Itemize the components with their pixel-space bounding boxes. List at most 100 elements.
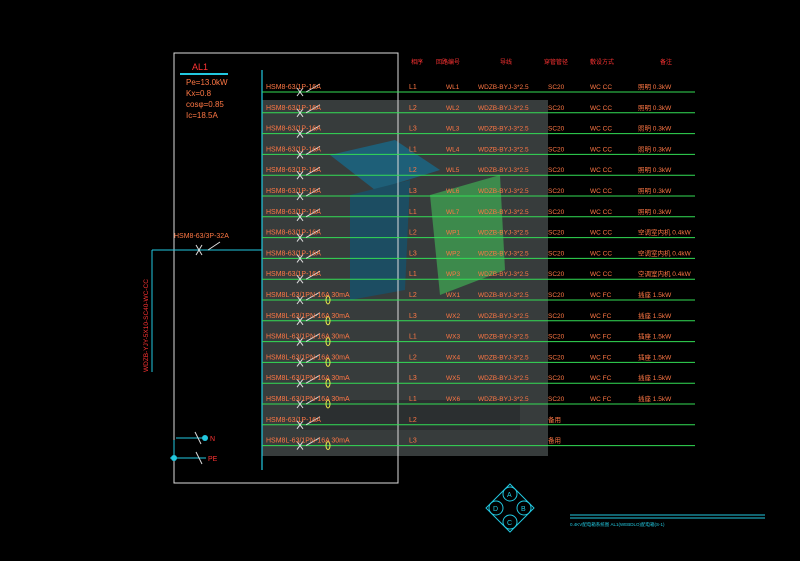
breaker-symbol [296, 145, 321, 159]
breaker-symbol [296, 416, 321, 430]
panel-param-pe: Pe=13.0kW [186, 78, 228, 87]
circuit-method: WC FC [590, 354, 612, 361]
circuit-id: WX2 [446, 313, 460, 320]
circuit-breaker-label: HSM8-63/1P-16A [266, 271, 321, 278]
circuit-id: WX6 [446, 396, 460, 403]
circuit-wire: WDZB-BYJ-3*2.5 [478, 313, 529, 320]
breaker-symbol [296, 208, 321, 222]
rcd-sensor-icon [325, 357, 331, 367]
header-method: 敷设方式 [590, 58, 614, 66]
circuit-note: 插座 1.5kW [638, 311, 672, 320]
circuit-method: WC CC [590, 146, 612, 153]
circuit-note: 照明 0.3kW [638, 83, 672, 91]
circuit-phase: L2 [409, 230, 417, 237]
circuit-id: WL1 [446, 84, 460, 91]
circuit-wire: WDZB-BYJ-3*2.5 [478, 334, 529, 341]
circuit-method: WC CC [590, 271, 612, 278]
circuit-conduit: SC20 [548, 146, 565, 153]
panel-param-cos: cosφ=0.85 [186, 100, 224, 109]
circuit-wire: WDZB-BYJ-3*2.5 [478, 84, 529, 91]
circuit-wire: WDZB-BYJ-3*2.5 [478, 292, 529, 299]
neutral-bus-label: N [210, 436, 215, 443]
circuit-method: WC CC [590, 84, 612, 91]
circuit-conduit: SC20 [548, 126, 565, 133]
compass-label-a: A [507, 492, 512, 499]
rcd-sensor-icon [325, 337, 331, 347]
circuit-conduit: 备用 [548, 436, 561, 445]
rcd-breaker-symbol [296, 312, 321, 326]
title-block-text: 0.4KV配电箱系统图 AL1(WEBDLO)配电箱(S-1) [570, 521, 665, 528]
circuit-conduit: SC20 [548, 292, 565, 299]
circuit-phase: L1 [409, 146, 417, 153]
circuit-phase: L1 [409, 396, 417, 403]
compass-label-d: D [493, 506, 498, 513]
circuit-phase: L1 [409, 334, 417, 341]
circuit-phase: L3 [409, 375, 417, 382]
circuit-breaker-label: HSM8-63/1P-16A [266, 230, 321, 237]
circuit-phase: L2 [409, 105, 417, 112]
circuit-id: WX3 [446, 334, 460, 341]
circuit-note: 插座 1.5kW [638, 352, 672, 361]
circuit-breaker-label: HSM8-63/1P-16A [266, 209, 321, 216]
circuit-conduit: SC20 [548, 271, 565, 278]
circuit-phase: L1 [409, 209, 417, 216]
circuit-wire: WDZB-BYJ-3*2.5 [478, 209, 529, 216]
rcd-breaker-symbol [296, 333, 321, 346]
circuit-id: WL4 [446, 146, 460, 153]
compass-rose-icon [485, 483, 535, 533]
breaker-symbol [296, 166, 321, 180]
circuit-conduit: 备用 [548, 415, 561, 424]
circuit-note: 照明 0.3kW [638, 166, 672, 174]
circuit-id: WP3 [446, 271, 460, 278]
circuit-conduit: SC20 [548, 313, 565, 320]
circuit-method: WC CC [590, 230, 612, 237]
circuit-note: 照明 0.3kW [638, 208, 672, 216]
circuit-method: WC CC [590, 188, 612, 195]
circuit-wire: WDZB-BYJ-3*2.5 [478, 354, 529, 361]
panel-name: AL1 [192, 62, 208, 72]
circuit-method: WC FC [590, 313, 612, 320]
circuit-id: WL5 [446, 167, 460, 174]
circuit-phase: L3 [409, 313, 417, 320]
neutral-bus: N [176, 431, 215, 445]
circuit-conduit: SC20 [548, 375, 565, 382]
panel-param-ic: Ic=18.5A [186, 111, 218, 120]
breaker-symbol [296, 125, 321, 138]
circuit-id: WL2 [446, 105, 460, 112]
circuit-breaker-label: HSM8L-63/1PN-16A 30mA [266, 354, 350, 361]
circuit-note: 插座 1.5kW [638, 290, 672, 299]
watermark [262, 100, 548, 456]
breaker-symbol [296, 249, 321, 263]
header-phase: 相序 [411, 58, 423, 66]
circuit-note: 插座 1.5kW [638, 373, 672, 382]
circuit-note: 空调室内机 0.4kW [638, 248, 692, 257]
panel-enclosure [173, 52, 399, 484]
circuit-breaker-label: HSM8L-63/1PN-16A 30mA [266, 396, 350, 403]
circuit-id: WP2 [446, 250, 460, 257]
circuit-wire: WDZB-BYJ-3*2.5 [478, 146, 529, 153]
incoming-breaker-symbol [195, 241, 221, 256]
circuit-note: 照明 0.3kW [638, 145, 672, 153]
circuit-note: 照明 0.3kW [638, 125, 672, 133]
circuit-conduit: SC20 [548, 354, 565, 361]
rcd-sensor-icon [325, 378, 331, 388]
circuit-wire: WDZB-BYJ-3*2.5 [478, 230, 529, 237]
incoming-feeder: WDZB-YJY-5X10-SC40-WC-CC HSM8-63/3P-32A [143, 233, 262, 372]
circuit-wire: WDZB-BYJ-3*2.5 [478, 126, 529, 133]
circuit-wire: WDZB-BYJ-3*2.5 [478, 271, 529, 278]
circuit-conduit: SC20 [548, 334, 565, 341]
circuit-method: WC CC [590, 126, 612, 133]
circuit-method: WC CC [590, 209, 612, 216]
circuit-method: WC CC [590, 167, 612, 174]
